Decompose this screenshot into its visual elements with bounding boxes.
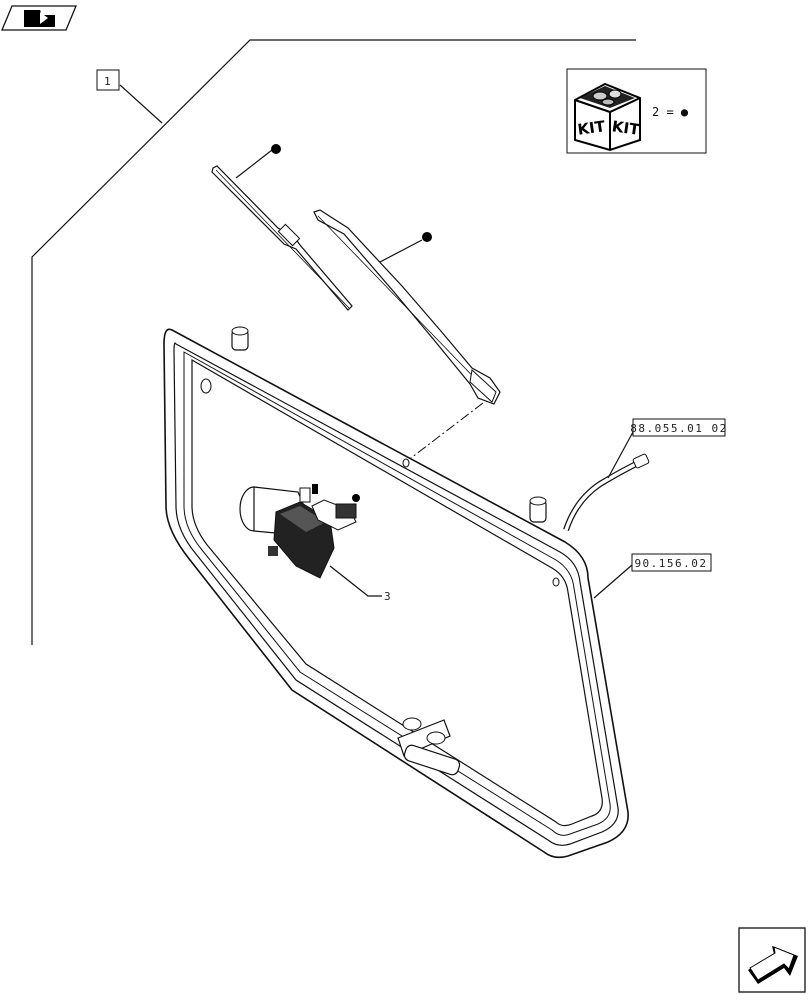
ref-88-label: 88.055.01 02 xyxy=(630,422,727,435)
kit-legend: KIT KIT 2 = ● xyxy=(566,68,707,154)
washer-hose xyxy=(563,453,650,531)
assembly-bracket xyxy=(31,39,636,645)
book-page-icon[interactable] xyxy=(1,5,77,31)
wiper-arm xyxy=(313,209,501,405)
frame-boss-right xyxy=(529,496,547,523)
blade-callout xyxy=(235,144,281,179)
frame-boss-top xyxy=(231,326,249,351)
ref-88-callout: 88.055.01 02 xyxy=(607,418,727,479)
kit-box-icon: KIT KIT xyxy=(574,82,641,152)
kit-word-right: KIT xyxy=(611,117,641,139)
ref-1-callout: 1 xyxy=(96,69,120,91)
ref-3-label: 3 xyxy=(384,590,392,603)
window-frame xyxy=(163,326,629,859)
kit-word-left: KIT xyxy=(576,117,606,139)
frame-hinge-bottom xyxy=(397,717,461,776)
ref-90-callout: 90.156.02 xyxy=(593,553,712,599)
next-page-arrow-icon[interactable] xyxy=(738,927,806,993)
ref-90-label: 90.156.02 xyxy=(634,557,707,570)
wiper-blade xyxy=(211,165,353,311)
kit-dot-icon xyxy=(271,144,281,154)
kit-legend-text: 2 = ● xyxy=(652,105,689,119)
ref-1-label: 1 xyxy=(104,75,112,88)
wiper-motor xyxy=(239,484,360,579)
arm-callout xyxy=(379,232,432,263)
kit-dot-icon xyxy=(422,232,432,242)
ref-3-callout: 3 xyxy=(329,565,392,603)
